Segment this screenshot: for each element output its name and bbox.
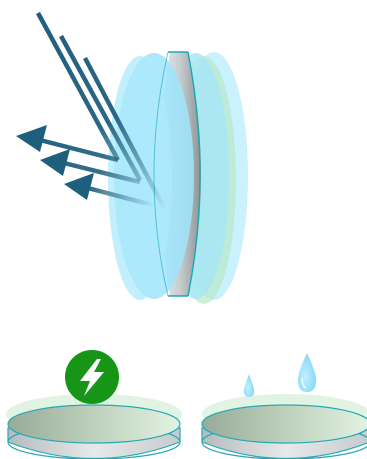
- arrow-head-left-icon: [16, 125, 47, 152]
- incoming-ray-3: [83, 56, 166, 210]
- lightning-bolt-icon: [65, 350, 119, 404]
- droplet-highlight: [301, 377, 307, 389]
- water-droplet-icon: [243, 374, 255, 397]
- reflected-rays: [16, 125, 165, 211]
- disc-top: [7, 404, 181, 444]
- bolt-shape: [80, 359, 104, 396]
- reflected-ray-1: [35, 136, 119, 163]
- arrow-head-left-icon: [40, 149, 70, 176]
- lens-edge-outline: [168, 51, 201, 297]
- water-droplet-icon: [297, 353, 317, 392]
- disc-top: [201, 404, 367, 444]
- incoming-ray-1: [36, 11, 120, 162]
- lens-inner-outline: [153, 51, 169, 297]
- water-droplets: [243, 353, 317, 397]
- reflected-ray-3: [83, 184, 165, 211]
- anti-static-disc: [6, 394, 182, 459]
- arrow-head-left-icon: [64, 173, 94, 200]
- incoming-ray-2: [59, 34, 142, 182]
- reflected-ray-2: [59, 159, 141, 185]
- incoming-rays: [36, 11, 166, 210]
- hydrophobic-disc: [201, 394, 367, 459]
